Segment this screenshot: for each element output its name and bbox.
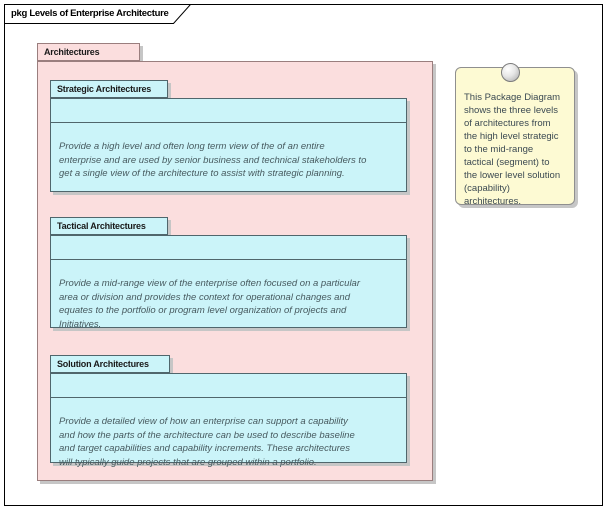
package-strategic-body[interactable]: Provide a high level and often long term…	[50, 98, 407, 192]
note-sticky[interactable]: This Package Diagram shows the three lev…	[455, 63, 575, 207]
package-tactical-empty-compartment	[51, 236, 406, 260]
note-pin-icon	[501, 63, 520, 82]
package-tactical-label: Tactical Architectures	[57, 221, 146, 231]
package-solution-body[interactable]: Provide a detailed view of how an enterp…	[50, 373, 407, 468]
note-text: This Package Diagram shows the three lev…	[464, 92, 561, 207]
package-tactical-tab[interactable]: Tactical Architectures	[50, 217, 168, 235]
package-tactical-description: Provide a mid-range view of the enterpri…	[59, 278, 360, 330]
package-tactical-body[interactable]: Provide a mid-range view of the enterpri…	[50, 235, 407, 330]
package-solution-label: Solution Architectures	[57, 359, 149, 369]
frame-tab	[4, 4, 192, 24]
package-solution-description: Provide a detailed view of how an enterp…	[59, 416, 355, 468]
package-architectures-tab[interactable]: Architectures	[37, 43, 140, 61]
package-solution-tab[interactable]: Solution Architectures	[50, 355, 170, 373]
package-strategic-label: Strategic Architectures	[57, 84, 152, 94]
package-strategic-tab[interactable]: Strategic Architectures	[50, 80, 168, 98]
package-architectures-label: Architectures	[44, 47, 100, 57]
frame-title: pkg Levels of Enterprise Architecture	[11, 8, 169, 19]
package-strategic-empty-compartment	[51, 99, 406, 123]
package-solution-empty-compartment	[51, 374, 406, 398]
package-strategic-description: Provide a high level and often long term…	[59, 141, 367, 179]
